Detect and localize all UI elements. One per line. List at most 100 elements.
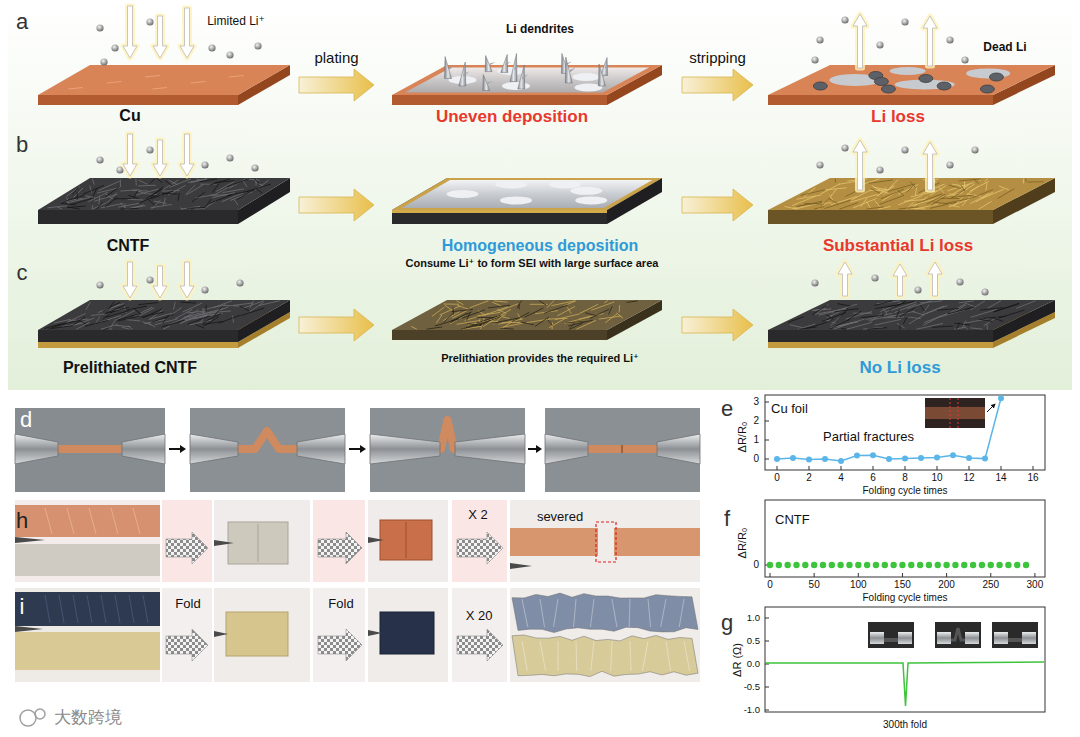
fiber (477, 315, 500, 323)
flux-glow (923, 16, 937, 66)
fiber (183, 303, 202, 312)
plier-jaw (870, 632, 884, 644)
flux-arrow (123, 134, 137, 176)
plier-jaw (545, 434, 588, 464)
inset-photo (992, 622, 1038, 648)
stage-panel: Homogeneous depositionConsume Li⁺ to for… (378, 138, 678, 273)
fiber (134, 309, 140, 314)
fiber (943, 199, 968, 204)
film-texture (101, 595, 106, 623)
fiber (126, 320, 140, 321)
fiber (579, 314, 603, 320)
data-point (934, 454, 940, 460)
lithium-ion (876, 166, 883, 173)
wrinkle (679, 599, 684, 627)
fracture-mark (958, 398, 959, 428)
tick-label: 0.0 (747, 659, 760, 670)
lithium-ion (811, 279, 818, 286)
fiber (146, 189, 163, 199)
fiber (952, 195, 974, 197)
fiber (900, 308, 915, 317)
lithium-foil-photo (512, 635, 698, 677)
fiber (91, 206, 93, 209)
film-texture (143, 595, 148, 623)
tick-mark (905, 466, 906, 470)
photo-background (510, 588, 700, 682)
fiber (139, 194, 159, 203)
flow-arrow (299, 69, 374, 101)
fiber (888, 184, 914, 191)
tick-mark (765, 710, 769, 711)
tick-label: 1 (753, 434, 759, 446)
dendrite-branch (603, 73, 609, 77)
folded-foil (228, 522, 288, 564)
fiber (451, 314, 466, 323)
fiber (136, 189, 158, 195)
wrinkle (661, 599, 666, 627)
fiber (250, 302, 263, 311)
fiber (137, 191, 147, 194)
fiber (69, 207, 79, 209)
data-point (838, 458, 844, 464)
lithium-ion (901, 18, 908, 25)
slab-top (392, 65, 662, 95)
lithium-ion (871, 274, 878, 281)
inset-photo (868, 622, 914, 648)
fiber (227, 179, 248, 187)
tick-label: 14 (995, 472, 1006, 484)
fiber (617, 313, 623, 318)
crease-line (621, 445, 622, 453)
inset-photo (925, 398, 985, 428)
fiber (187, 207, 204, 209)
fiber (813, 306, 827, 315)
fiber (188, 316, 209, 324)
flux-arrow (153, 16, 167, 58)
fiber (206, 305, 207, 311)
fiber (188, 179, 207, 182)
data-point (996, 562, 1002, 568)
tick-label: 12 (963, 472, 974, 484)
fiber (435, 319, 459, 326)
fiber (412, 327, 417, 330)
slab-top (768, 65, 1055, 95)
surface-scratch (152, 88, 167, 90)
fiber (99, 197, 101, 204)
fiber (97, 203, 102, 209)
dead-lithium (980, 85, 994, 93)
flux-arrow (853, 14, 867, 68)
fiber (519, 303, 520, 309)
fiber (105, 197, 116, 206)
plot-frame (765, 500, 1045, 577)
slab-top (38, 300, 290, 330)
step-arrow (528, 448, 537, 450)
fiber (250, 301, 254, 308)
fold-arrow (318, 532, 362, 564)
slab-front (38, 210, 238, 224)
flux-glow (180, 262, 194, 298)
wrinkle (522, 641, 527, 671)
photo-background (214, 588, 310, 682)
flux-arrow (153, 266, 167, 298)
flux-glow (180, 8, 194, 58)
fiber (898, 185, 918, 195)
fiber (169, 316, 190, 324)
lithium-ion (981, 288, 988, 295)
fold-arrow (457, 629, 503, 661)
plier-jaw (190, 434, 238, 464)
fiber (881, 189, 903, 198)
photo-background (15, 500, 160, 582)
wrinkle (666, 641, 671, 671)
photo-background (368, 588, 448, 682)
surface-scratch (229, 76, 244, 78)
stage-label: Li loss (871, 107, 925, 127)
lithium-ion (946, 161, 953, 168)
step-label: Fold (328, 597, 353, 612)
plot-frame (765, 607, 1045, 712)
lithium-ion (226, 154, 233, 161)
cnt-film (38, 178, 290, 224)
data-point (882, 562, 888, 568)
fiber (204, 201, 216, 209)
wrinkle (648, 599, 651, 627)
tick-label: 100 (850, 579, 867, 591)
data-point (950, 452, 956, 458)
